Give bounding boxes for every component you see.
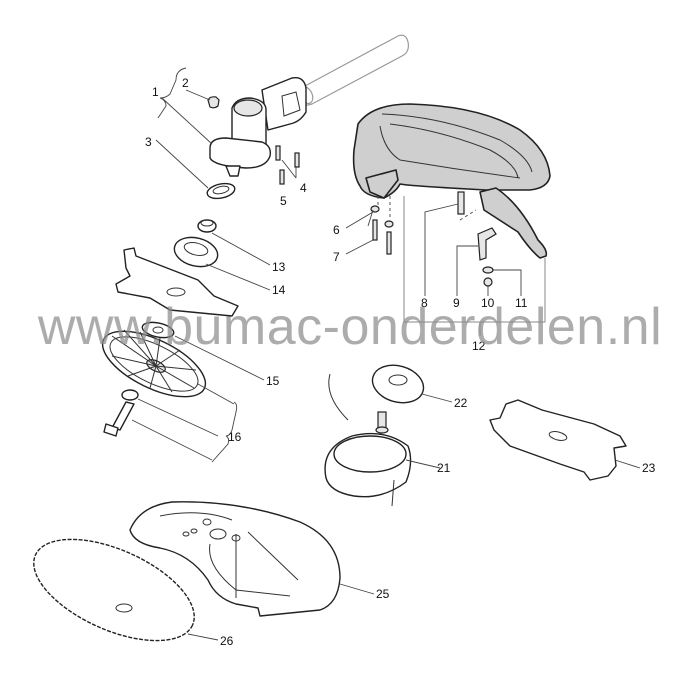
label-22: 22 [454,396,468,410]
trimmer-head [324,373,412,507]
label-25: 25 [376,587,390,601]
part-labels: 1 2 3 4 5 6 7 8 9 10 11 12 13 14 15 16 2… [145,76,656,648]
label-6: 6 [333,223,340,237]
label-10: 10 [481,296,495,310]
label-7: 7 [333,250,340,264]
fasteners-6-7 [370,205,394,255]
saw-blade [33,538,195,642]
spoked-disc [101,329,207,398]
label-26: 26 [220,634,234,648]
label-1: 1 [152,85,159,99]
blade-23-hole [548,431,568,441]
bushing-13 [197,219,217,233]
washer-11 [482,266,494,274]
seal-ring [206,182,236,200]
label-4: 4 [300,181,307,195]
bolt-8 [457,191,465,215]
blade-guard [129,501,341,617]
label-9: 9 [453,296,460,310]
label-11: 11 [515,296,528,310]
label-8: 8 [421,296,428,310]
bracket-9 [477,227,497,261]
label-14: 14 [272,283,286,297]
label-2: 2 [182,76,189,90]
cup-washer-15 [141,321,175,339]
flange-14 [173,236,219,268]
label-15: 15 [266,374,280,388]
label-12: 12 [472,339,486,353]
label-23: 23 [642,461,656,475]
label-13: 13 [272,260,286,274]
nut-10 [483,277,493,287]
label-5: 5 [280,194,287,208]
blade-left [115,247,239,317]
drive-tube [297,34,409,106]
cover-disc [371,364,425,404]
label-3: 3 [145,135,152,149]
washer-16 [121,389,139,401]
label-21: 21 [437,461,451,475]
bolt-16 [111,401,135,431]
screws-4-5 [275,145,300,185]
trimmer-guard [352,103,551,259]
gearbox-head [209,77,307,177]
label-16: 16 [228,430,242,444]
grease-plug [207,96,220,109]
